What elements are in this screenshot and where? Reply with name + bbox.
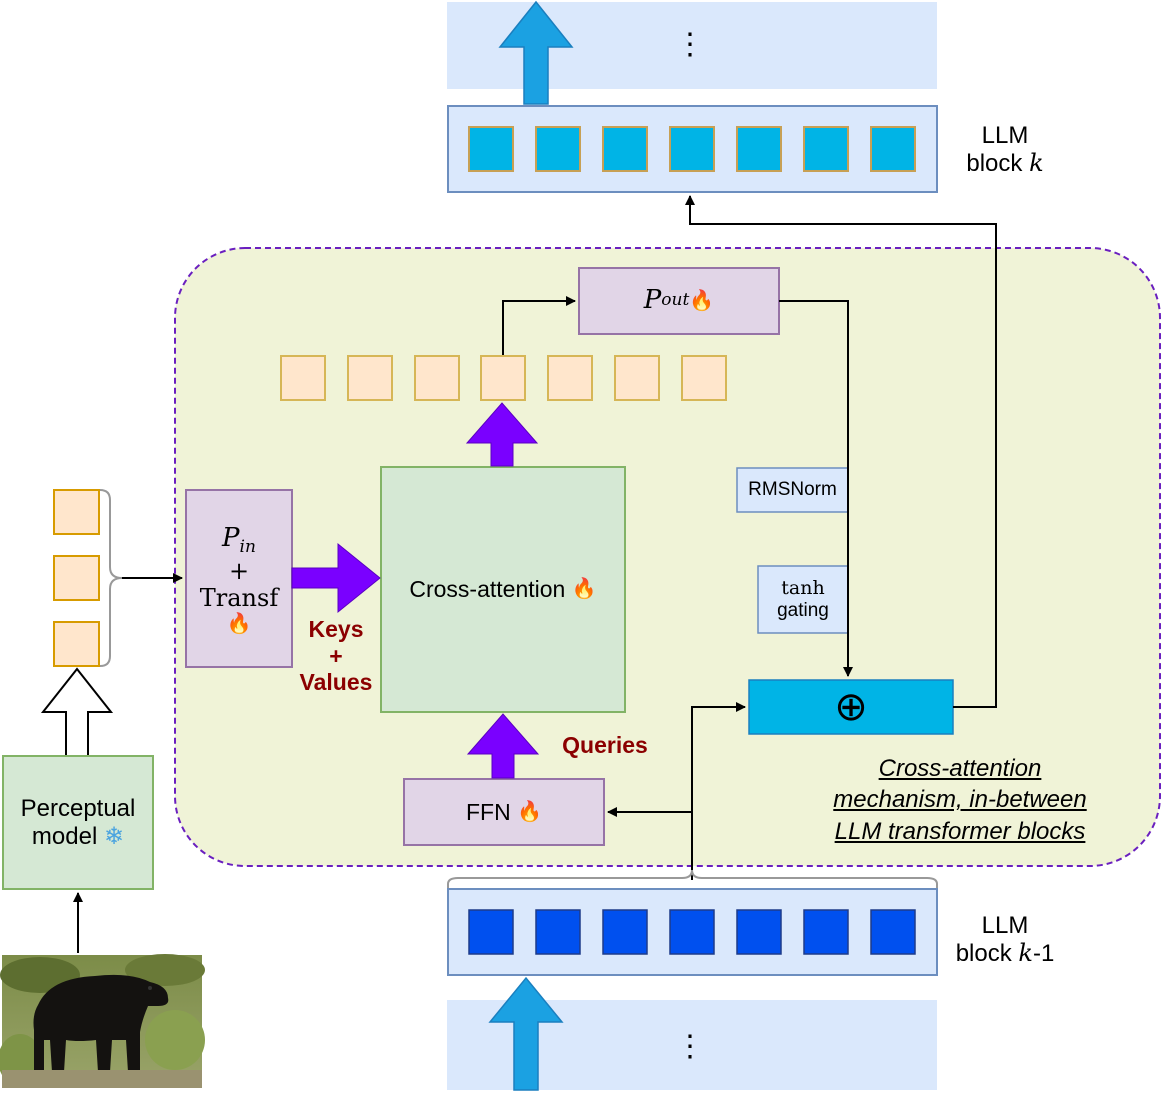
rmsnorm-label: RMSNorm (748, 479, 837, 501)
cross-attention-text: Cross-attention (409, 576, 566, 603)
values-line: Values (299, 669, 373, 696)
keys-line: Keys (308, 616, 364, 643)
p-out-sub: out (661, 290, 690, 311)
tanh-gating-box (757, 565, 849, 634)
p-out-box (578, 267, 780, 335)
ffn-label: FFN 🔥 (404, 779, 604, 845)
token-brace (99, 489, 123, 667)
region-caption: Cross-attention mechanism, in-between LL… (800, 752, 1120, 848)
p-in-label: Pin + Transf 🔥 (186, 500, 292, 660)
p-in-transf: Transf (199, 584, 279, 613)
perceptual-output-arrow (40, 667, 114, 757)
caption-line2: mechanism, in-between (833, 786, 1087, 814)
keys-values-arrow (291, 542, 381, 614)
llm-block-km1-label: LLM block k-1 (945, 905, 1065, 975)
llm-block-km1-var: k (1018, 939, 1033, 967)
pout-to-add-line (779, 300, 853, 677)
ffn-text: FFN (465, 798, 511, 825)
caption-line1: Cross-attention (878, 755, 1042, 783)
tanh-label: tanh gating (758, 566, 848, 633)
perceptual-tokens (53, 489, 100, 667)
tanh-line1: tanh (781, 576, 825, 599)
queries-arrow (466, 713, 540, 779)
perceptual-model-label: Perceptual model ❄ (3, 756, 153, 889)
rmsnorm-box (736, 467, 849, 513)
perceptual-model-box (2, 755, 154, 890)
upper-ellipsis: ⋮ (675, 27, 705, 61)
perceptual-line1: Perceptual (20, 794, 136, 822)
p-in-fire-icon: 🔥 (226, 612, 252, 635)
llm-block-k-var: k (1029, 149, 1044, 177)
lower-flow-arrow (488, 976, 564, 1091)
ffn-box (403, 778, 605, 846)
llm-block-k-line2: block k (966, 149, 1044, 178)
block-bracket (447, 869, 938, 888)
p-out-base: P (643, 285, 662, 316)
perceptual-line2: model (31, 822, 98, 850)
plus-line: + (329, 642, 343, 669)
tanh-line2: gating (777, 599, 829, 621)
caption-line3: LLM transformer blocks (834, 817, 1086, 845)
cross-attention-box (380, 466, 626, 713)
token-to-pout-line (502, 296, 576, 355)
ffn-fire-icon: 🔥 (517, 800, 542, 823)
cross-attention-label: Cross-attention 🔥 (381, 467, 625, 712)
llm-block-k-minus-1-tokens (468, 909, 916, 955)
block-to-add-line (691, 702, 746, 880)
llm-block-k-tokens (468, 126, 916, 172)
lower-ellipsis: ⋮ (675, 1029, 705, 1063)
keys-values-label: Keys + Values (288, 608, 384, 704)
attention-output-arrow (465, 402, 539, 467)
add-to-block-k-line (685, 195, 997, 708)
p-in-plus: + (228, 556, 250, 585)
snowflake-icon: ❄ (103, 822, 125, 850)
add-symbol: ⊕ (834, 685, 868, 729)
bear-image (0, 954, 205, 1088)
llm-block-k-line1: LLM (981, 122, 1029, 150)
llm-block-k-label: LLM block k (950, 115, 1060, 185)
llm-block-km1-line2: block k-1 (955, 939, 1055, 968)
residual-add-box (748, 679, 954, 735)
upper-flow-arrow (498, 0, 574, 105)
p-out-fire-icon: 🔥 (689, 289, 715, 312)
p-in-sub: in (239, 537, 256, 558)
llm-block-km1-suffix: -1 (1032, 940, 1055, 967)
p-in-box (185, 489, 293, 668)
p-in-base: P (222, 523, 240, 554)
queries-label: Queries (562, 731, 648, 758)
llm-block-k-word: block (966, 150, 1023, 177)
cross-attention-fire-icon: 🔥 (571, 578, 597, 600)
llm-block-km1-word: block (955, 940, 1012, 967)
llm-block-km1-line1: LLM (981, 912, 1029, 940)
cross-attention-output-tokens (280, 355, 727, 401)
